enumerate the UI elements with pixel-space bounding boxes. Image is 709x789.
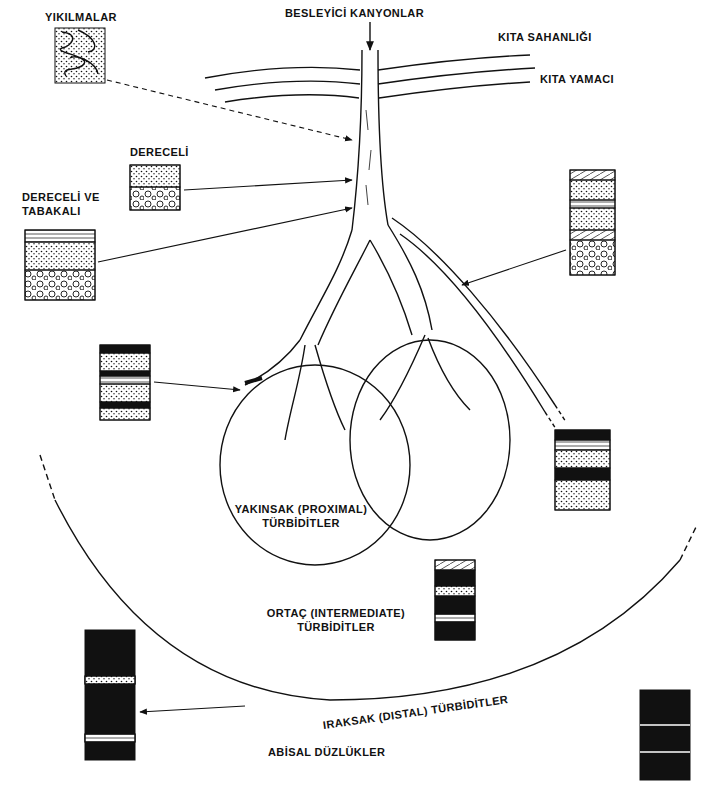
illustration-stroke — [285, 345, 305, 440]
illustration-stroke — [545, 405, 566, 429]
curved-region-label: IRAKSAK (DISTAL) TÜRBİDİTLER — [321, 692, 508, 732]
illustration-stroke — [154, 382, 240, 390]
illustration-stroke — [555, 480, 610, 510]
illustration-stroke — [107, 80, 352, 140]
region-label: YIKILMALAR — [45, 10, 117, 24]
illustration-stroke — [435, 560, 475, 640]
region-label: KITA YAMACI — [540, 72, 614, 86]
illustration-stroke — [100, 345, 150, 353]
illustration-stroke — [98, 208, 352, 262]
illustration-stroke — [462, 250, 566, 285]
illustration-stroke — [369, 22, 370, 50]
region-label: BESLEYİCİ KANYONLAR — [285, 6, 424, 20]
region-label: KITA SAHANLIĞI — [498, 30, 592, 44]
illustration-stroke — [570, 200, 615, 208]
illustration-stroke — [352, 50, 362, 230]
illustration-stroke — [25, 242, 95, 270]
illustration-stroke — [85, 630, 135, 760]
illustration-stroke — [555, 430, 610, 440]
illustration-stroke — [379, 82, 530, 98]
illustration-stroke — [555, 440, 610, 450]
illustration-stroke — [435, 570, 475, 586]
illustration-stroke — [366, 110, 371, 205]
illustration-stroke — [555, 430, 610, 510]
illustration-stroke — [100, 353, 150, 371]
illustration-stroke — [245, 340, 300, 385]
illustration-stroke — [220, 365, 410, 565]
illustration-stroke — [435, 614, 475, 622]
illustration-stroke — [350, 340, 510, 540]
illustration-stroke — [100, 376, 150, 384]
canyon-and-fan — [40, 22, 697, 700]
illustration-stroke — [85, 734, 135, 742]
illustration-stroke — [100, 384, 150, 402]
illustration-stroke — [435, 560, 475, 570]
illustration-stroke — [184, 180, 352, 190]
illustration-stroke — [400, 234, 545, 412]
illustration-stroke — [300, 230, 352, 340]
illustration-stroke — [570, 180, 615, 200]
illustration-stroke — [25, 230, 95, 300]
illustration-stroke — [100, 408, 150, 420]
illustration-stroke — [85, 676, 135, 684]
leader-arrows — [98, 80, 566, 712]
region-label: YAKINSAK (PROXIMAL) TÜRBİDİTLER — [230, 502, 372, 530]
illustration-stroke — [130, 165, 180, 187]
illustration-stroke — [315, 345, 345, 430]
illustration-stroke — [100, 371, 150, 376]
illustration-stroke — [85, 734, 135, 742]
region-label: DERECELİ VE TABAKALI — [22, 190, 102, 218]
illustration-stroke — [378, 50, 388, 225]
illustration-stroke — [25, 270, 95, 300]
illustration-stroke — [370, 240, 412, 335]
illustration-stroke — [85, 676, 135, 684]
illustration-stroke — [380, 335, 425, 420]
illustration-stroke — [130, 165, 180, 210]
illustration-stroke — [245, 378, 262, 383]
illustration-stroke — [25, 230, 95, 242]
illustration-stroke — [100, 402, 150, 408]
illustration-stroke — [378, 68, 535, 84]
region-label: DERECELİ — [130, 145, 189, 159]
illustration-stroke — [205, 67, 360, 78]
illustration-stroke — [60, 30, 98, 76]
illustration-stroke — [435, 622, 475, 640]
illustration-stroke — [55, 28, 105, 83]
illustration-stroke — [570, 170, 615, 275]
illustration-stroke — [225, 95, 359, 102]
illustration-stroke — [570, 208, 615, 230]
illustration-stroke — [640, 725, 690, 752]
illustration-stroke — [570, 170, 615, 180]
illustration-stroke — [215, 81, 360, 90]
illustration-stroke — [40, 455, 697, 560]
illustration-stroke — [435, 596, 475, 614]
illustration-stroke — [100, 345, 150, 420]
sediment-columns — [25, 28, 690, 780]
illustration-stroke — [140, 706, 245, 712]
illustration-stroke — [55, 500, 680, 700]
illustration-stroke — [555, 450, 610, 468]
illustration-stroke — [130, 187, 180, 210]
region-label: ABİSAL DÜZLÜKLER — [268, 745, 385, 759]
illustration-stroke — [555, 468, 610, 480]
illustration-stroke — [640, 690, 690, 780]
illustration-stroke — [570, 240, 615, 275]
region-label: ORTAÇ (INTERMEDIATE) TÜRBİDİTLER — [243, 606, 429, 634]
illustration-stroke — [570, 230, 615, 240]
illustration-stroke — [318, 240, 370, 345]
illustration-stroke — [378, 55, 530, 70]
illustration-stroke — [435, 586, 475, 596]
illustration-stroke — [428, 338, 470, 410]
